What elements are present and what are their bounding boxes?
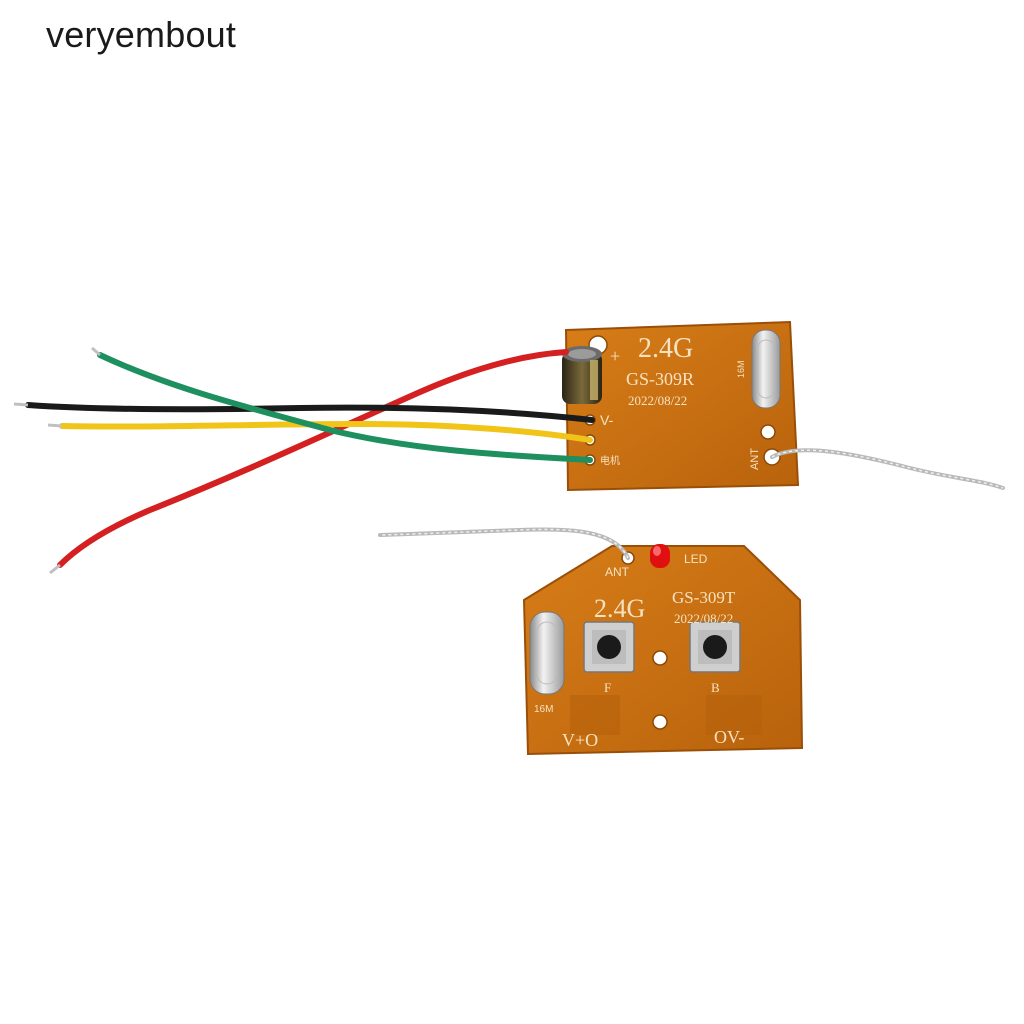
transmitter-board: 2.4G GS-309T 2022/08/22 ANT LED F B 16M … <box>378 527 804 756</box>
transmitter-model-label: GS-309T <box>672 588 736 607</box>
receiver-wires <box>13 346 595 575</box>
transmitter-crystal-oscillator <box>529 611 565 695</box>
button-f <box>583 621 635 673</box>
receiver-model-label: GS-309R <box>626 369 694 389</box>
button-b-label: B <box>711 680 720 695</box>
receiver-freq-label: 2.4G <box>638 333 693 364</box>
yellow-wire <box>59 420 593 443</box>
capacitor <box>562 346 602 404</box>
receiver-crystal-label: 16M <box>736 360 746 378</box>
receiver-board: 2.4G + GS-309R 2022/08/22 V- 电机 16M ANT <box>562 320 1005 492</box>
button-f-label: F <box>604 680 611 695</box>
brand-watermark: veryembout <box>46 14 237 55</box>
receiver-plus-label: + <box>610 346 620 366</box>
receiver-v-minus-label: V- <box>600 412 614 428</box>
transmitter-led-label: LED <box>684 552 708 566</box>
transmitter-crystal-label: 16M <box>534 704 553 715</box>
receiver-side-label: 电机 <box>600 454 620 467</box>
transmitter-freq-label: 2.4G <box>594 594 645 623</box>
transmitter-date-label: 2022/08/22 <box>674 611 733 626</box>
receiver-antenna-wire <box>770 448 1005 490</box>
red-wire <box>57 349 569 568</box>
crystal-oscillator <box>751 329 781 409</box>
transmitter-ant-label: ANT <box>605 565 630 579</box>
transmitter-v-plus-label: V+O <box>562 730 598 750</box>
black-wire <box>25 402 595 423</box>
receiver-ant-label: ANT <box>749 448 761 470</box>
led <box>650 544 670 568</box>
transmitter-antenna-wire <box>378 527 630 560</box>
transmitter-zero-v-minus-label: OV- <box>714 727 744 747</box>
receiver-date-label: 2022/08/22 <box>628 393 687 408</box>
button-b <box>689 621 741 673</box>
green-wire <box>97 352 593 463</box>
